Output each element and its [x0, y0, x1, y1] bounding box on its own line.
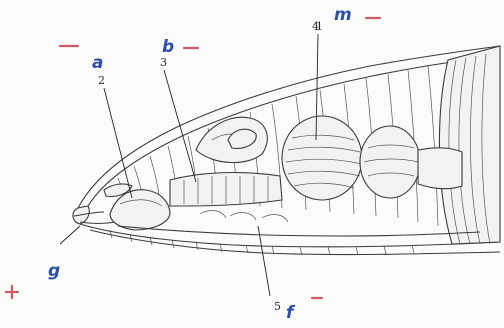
- handwriting-g: g: [48, 261, 60, 281]
- crop: [282, 116, 362, 200]
- clitellum: [439, 46, 500, 244]
- ventral-nerve-cord: [118, 211, 480, 236]
- label-2: 2: [98, 74, 132, 198]
- intestine: [418, 148, 462, 189]
- gizzard: [360, 126, 420, 198]
- handwriting-a: a: [92, 53, 103, 73]
- seminal-vesicles: [196, 117, 267, 162]
- label-4-text: 4: [312, 20, 319, 33]
- label-5: 5: [258, 226, 281, 313]
- label-4: 4: [312, 20, 319, 33]
- label-g-leader: [60, 226, 80, 244]
- label-3-text: 3: [160, 56, 167, 69]
- esophagus: [170, 173, 282, 206]
- handwriting-m: m: [334, 5, 352, 25]
- label-3: 3: [160, 56, 196, 182]
- handwriting-f: f: [286, 303, 296, 323]
- handwriting-b: b: [162, 37, 174, 57]
- label-5-text: 5: [274, 300, 281, 313]
- label-2-text: 2: [98, 74, 105, 87]
